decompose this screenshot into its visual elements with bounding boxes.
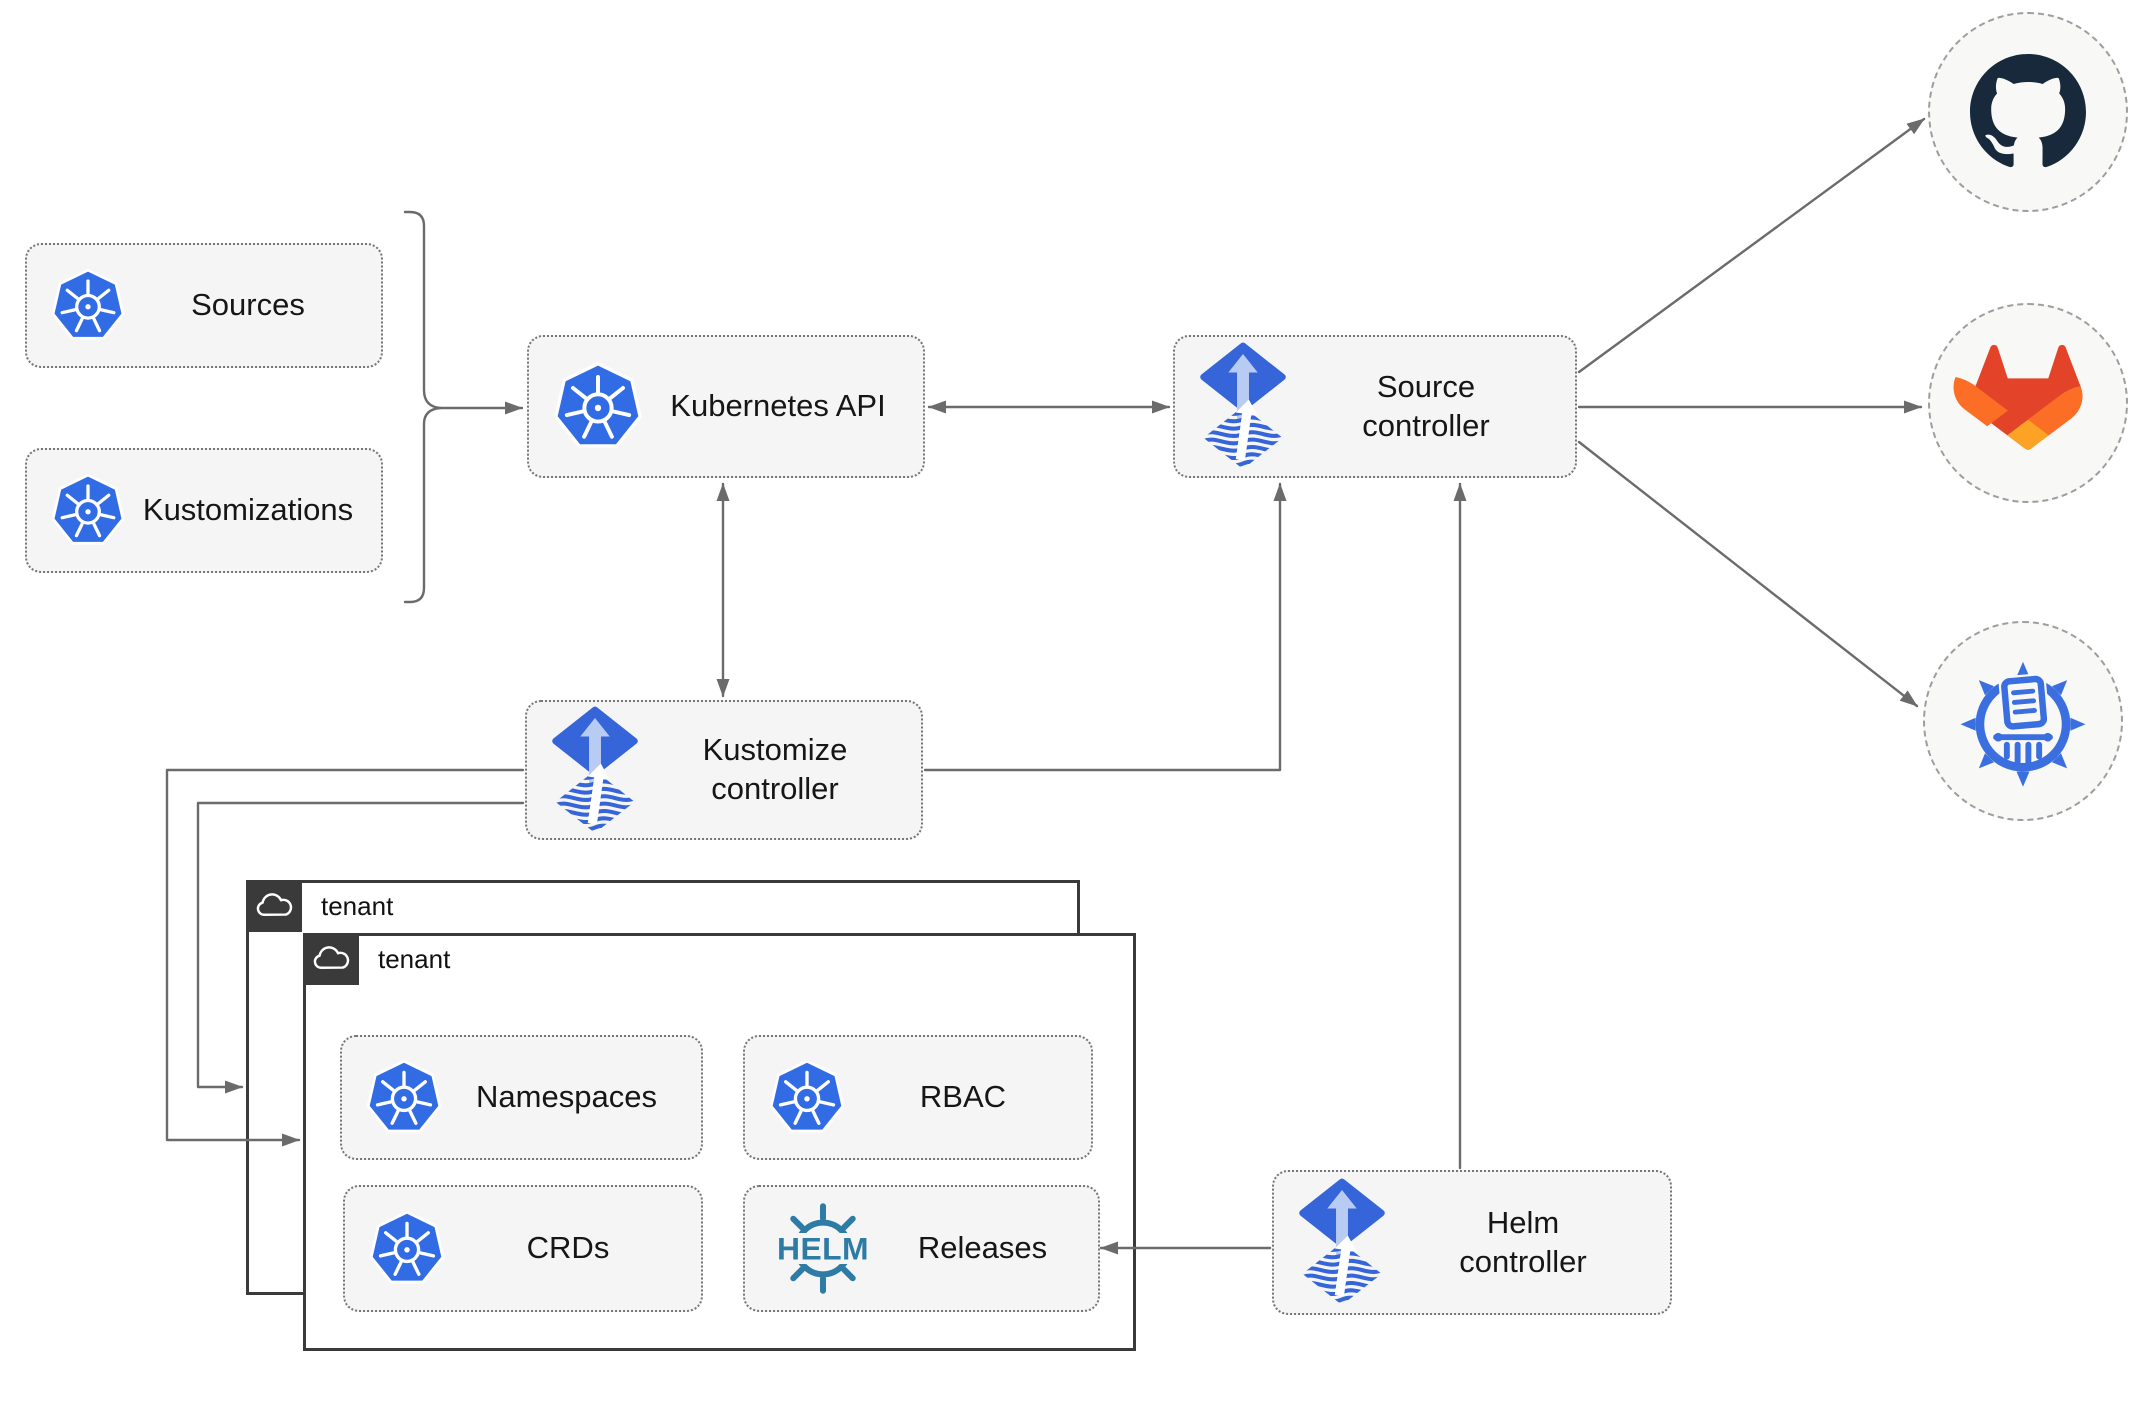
node-crds: CRDs bbox=[343, 1185, 703, 1312]
document-glyph bbox=[1998, 673, 2050, 733]
museum-column-glyph bbox=[1993, 732, 2053, 765]
flux-icon bbox=[549, 706, 641, 835]
kubernetes-icon bbox=[49, 267, 127, 345]
helm-wordmark: HELM bbox=[777, 1231, 869, 1267]
node-kustomizations: Kustomizations bbox=[25, 448, 383, 573]
node-helm-controller: Helm controller bbox=[1272, 1170, 1672, 1315]
releases-label: Releases bbox=[917, 1230, 1048, 1266]
sources-label: Sources bbox=[191, 287, 305, 323]
arrow-source-to-helm-repository bbox=[1577, 440, 1919, 708]
endpoint-gitlab bbox=[1928, 303, 2128, 503]
kubernetes-icon bbox=[551, 360, 645, 454]
tenant-outer-label: tenant bbox=[321, 891, 394, 921]
tenant-tab bbox=[246, 880, 302, 932]
github-icon bbox=[1970, 54, 2086, 168]
endpoint-helm-repository bbox=[1923, 621, 2123, 821]
cloud-icon bbox=[310, 943, 352, 975]
endpoint-github bbox=[1928, 12, 2128, 212]
flux-icon bbox=[1296, 1178, 1388, 1307]
kubernetes-icon bbox=[767, 1058, 847, 1138]
gitlab-icon bbox=[1953, 344, 2083, 450]
source-controller-label: Source controller bbox=[1362, 368, 1490, 443]
crds-label: CRDs bbox=[526, 1230, 610, 1266]
node-kubernetes-api: Kubernetes API bbox=[527, 335, 925, 478]
brace-sources-kustomizations bbox=[403, 210, 443, 604]
cloud-icon bbox=[253, 890, 295, 922]
kustomizations-label: Kustomizations bbox=[142, 492, 354, 528]
arrow-kustomize-to-source-controller bbox=[923, 482, 1287, 772]
node-kustomize-controller: Kustomize controller bbox=[525, 700, 923, 840]
kubernetes-icon bbox=[364, 1058, 444, 1138]
kubernetes-api-label: Kubernetes API bbox=[670, 388, 886, 424]
rbac-label: RBAC bbox=[919, 1079, 1007, 1115]
node-rbac: RBAC bbox=[743, 1035, 1093, 1160]
node-releases: HELM Releases bbox=[743, 1185, 1100, 1312]
node-sources: Sources bbox=[25, 243, 383, 368]
helm-icon: HELM bbox=[770, 1203, 876, 1294]
chart-repository-icon bbox=[1960, 661, 2086, 787]
node-namespaces: Namespaces bbox=[340, 1035, 703, 1160]
kubernetes-icon bbox=[49, 472, 127, 550]
arrow-source-to-github bbox=[1577, 117, 1926, 374]
kubernetes-icon bbox=[367, 1209, 447, 1289]
flux-icon bbox=[1197, 342, 1289, 471]
tenant-inner-label: tenant bbox=[378, 944, 451, 974]
tenant-tab bbox=[303, 933, 359, 985]
node-source-controller: Source controller bbox=[1173, 335, 1577, 478]
helm-controller-label: Helm controller bbox=[1459, 1204, 1587, 1279]
tenant-container-inner: tenant Namespaces RBAC CRDs HELM Release… bbox=[303, 933, 1136, 1351]
namespaces-label: Namespaces bbox=[476, 1079, 657, 1115]
kustomize-controller-label: Kustomize controller bbox=[702, 732, 848, 806]
